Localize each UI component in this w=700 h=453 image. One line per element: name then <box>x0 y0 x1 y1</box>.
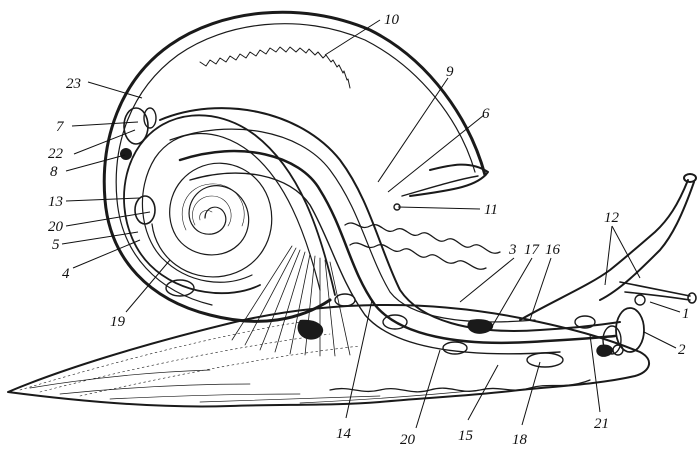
label-21: 21 <box>594 416 609 432</box>
label-1: 1 <box>682 306 690 322</box>
label-13: 13 <box>48 194 63 210</box>
label-19: 19 <box>110 314 126 330</box>
label-22: 22 <box>48 146 64 162</box>
shell <box>102 10 489 357</box>
number-labels: 10 9 6 11 23 7 22 8 13 20 5 4 19 14 20 1… <box>48 12 690 448</box>
label-8: 8 <box>50 164 58 180</box>
foot <box>7 304 650 408</box>
label-20-lower: 20 <box>400 432 416 448</box>
label-23: 23 <box>66 76 81 92</box>
label-18: 18 <box>512 432 528 448</box>
label-9: 9 <box>446 64 454 80</box>
label-15: 15 <box>458 428 474 444</box>
label-11: 11 <box>484 202 498 218</box>
label-12: 12 <box>604 210 620 226</box>
label-7: 7 <box>56 119 65 135</box>
head-and-tentacles <box>519 173 697 356</box>
label-5: 5 <box>52 237 60 253</box>
internal-organs <box>120 107 621 368</box>
label-10: 10 <box>384 12 400 28</box>
label-2: 2 <box>678 342 686 358</box>
label-14: 14 <box>336 426 352 442</box>
label-17: 17 <box>524 242 541 258</box>
label-16: 16 <box>545 242 561 258</box>
leader-lines <box>61 19 681 429</box>
label-6: 6 <box>482 106 490 122</box>
label-20-upper: 20 <box>48 219 64 235</box>
label-4: 4 <box>62 266 70 282</box>
label-3: 3 <box>508 242 517 258</box>
